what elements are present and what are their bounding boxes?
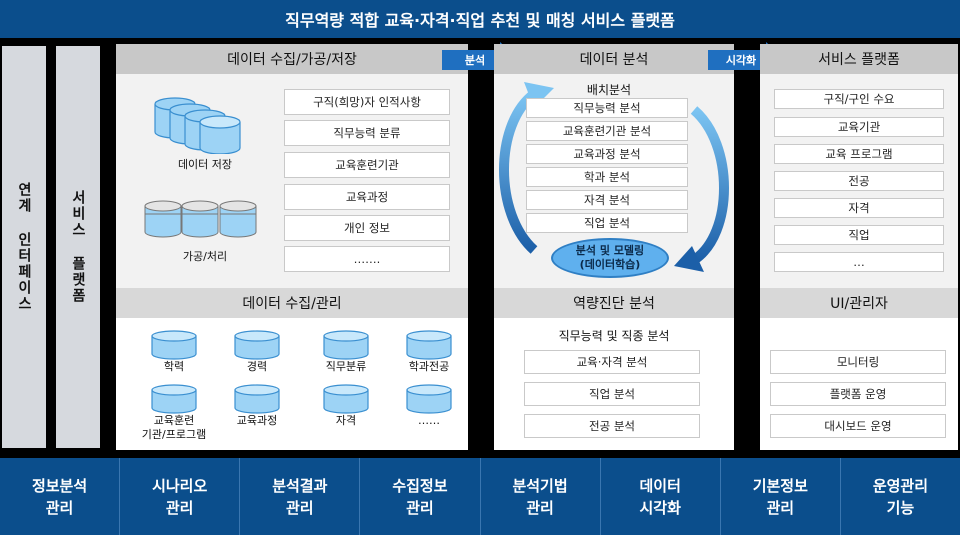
analysis-item: 교육과정 분석 xyxy=(526,144,688,164)
data-category-label: 경력 xyxy=(246,360,268,373)
database-icon xyxy=(151,330,197,360)
processing-icon xyxy=(144,200,257,238)
data-analysis-header: 데이터 분석 xyxy=(494,44,734,74)
data-item: 개인 정보 xyxy=(284,215,450,241)
bottom-item-info-analysis[interactable]: 정보분석 관리 xyxy=(0,458,121,535)
analysis-item: 직업 분석 xyxy=(526,213,688,233)
analysis-item: 자격 분석 xyxy=(526,190,688,210)
service-item: 교육 프로그램 xyxy=(774,144,944,164)
admin-item: 모니터링 xyxy=(770,350,946,374)
data-category-label: …… xyxy=(418,414,440,427)
data-storage-icon xyxy=(154,97,241,154)
service-item: 전공 xyxy=(774,171,944,191)
bottom-item-operations[interactable]: 운영관리 기능 xyxy=(840,458,960,535)
data-item: 교육과정 xyxy=(284,184,450,210)
analysis-item: 교육훈련기관 분석 xyxy=(526,121,688,141)
integration-interface-column: 연계 인터페이스 xyxy=(2,46,46,448)
database-icon xyxy=(406,330,452,360)
data-storage-label: 데이터 저장 xyxy=(177,158,233,171)
processing-label: 가공/처리 xyxy=(182,250,228,263)
analysis-arrow-label: 분석 xyxy=(464,54,486,67)
data-item: 구직(희망)자 인적사항 xyxy=(284,89,450,115)
database-icon xyxy=(323,384,369,414)
service-platform-column: 서비스 플랫폼 xyxy=(56,46,100,448)
service-item: 구직/구인 수요 xyxy=(774,89,944,109)
page-title: 직무역량 적합 교육·자격·직업 추천 및 매칭 서비스 플랫폼 xyxy=(0,0,960,38)
database-icon xyxy=(234,384,280,414)
analysis-item: 직무능력 분석 xyxy=(526,98,688,118)
data-item: 직무능력 분류 xyxy=(284,120,450,146)
service-item: 직업 xyxy=(774,225,944,245)
competency-item: 직업 분석 xyxy=(524,382,700,406)
competency-analysis-header: 역량진단 분석 xyxy=(494,288,734,318)
bottom-item-analysis-methods[interactable]: 분석기법 관리 xyxy=(480,458,601,535)
analysis-item: 학과 분석 xyxy=(526,167,688,187)
database-icon xyxy=(406,384,452,414)
modeling-label: 분석 및 모델링 xyxy=(575,244,645,257)
admin-item: 대시보드 운영 xyxy=(770,414,946,438)
data-category-label: 교육훈련 기관/프로그램 xyxy=(141,414,207,441)
data-category-label: 학과전공 xyxy=(408,360,450,373)
data-management-header: 데이터 수집/관리 xyxy=(116,288,468,318)
modeling-sublabel: (데이터학습) xyxy=(579,258,641,271)
data-category-label: 직무분류 xyxy=(325,360,367,373)
data-category-label: 교육과정 xyxy=(236,414,278,427)
competency-subtitle: 직무능력 및 직종 분석 xyxy=(558,328,670,343)
bottom-item-analysis-results[interactable]: 분석결과 관리 xyxy=(240,458,361,535)
service-item: … xyxy=(774,252,944,272)
batch-analysis-label: 배치분석 xyxy=(586,82,632,97)
bottom-item-basic-info[interactable]: 기본정보 관리 xyxy=(720,458,841,535)
integration-interface-label: 연계 인터페이스 xyxy=(16,182,32,312)
bottom-item-scenario[interactable]: 시나리오 관리 xyxy=(120,458,241,535)
data-category-label: 학력 xyxy=(163,360,185,373)
data-collection-header: 데이터 수집/가공/저장 xyxy=(116,44,468,74)
service-platform-label: 서비스 플랫폼 xyxy=(70,190,86,304)
competency-item: 교육·자격 분석 xyxy=(524,350,700,374)
database-icon xyxy=(323,330,369,360)
service-item: 자격 xyxy=(774,198,944,218)
management-bar: 정보분석 관리 시나리오 관리 분석결과 관리 수집정보 관리 분석기법 관리 … xyxy=(0,458,960,535)
competency-item: 전공 분석 xyxy=(524,414,700,438)
ui-admin-header: UI/관리자 xyxy=(760,288,958,318)
bottom-item-visualization[interactable]: 데이터 시각화 xyxy=(600,458,721,535)
service-platform-header: 서비스 플랫폼 xyxy=(760,44,958,74)
database-icon xyxy=(151,384,197,414)
admin-item: 플랫폼 운영 xyxy=(770,382,946,406)
bottom-item-collected-info[interactable]: 수집정보 관리 xyxy=(360,458,481,535)
data-item: ……. xyxy=(284,246,450,272)
visualize-arrow-label: 시각화 xyxy=(725,54,757,67)
data-category-label: 자격 xyxy=(335,414,357,427)
modeling-oval: 분석 및 모델링 (데이터학습) xyxy=(551,238,669,278)
service-item: 교육기관 xyxy=(774,117,944,137)
data-item: 교육훈련기관 xyxy=(284,152,450,178)
database-icon xyxy=(234,330,280,360)
